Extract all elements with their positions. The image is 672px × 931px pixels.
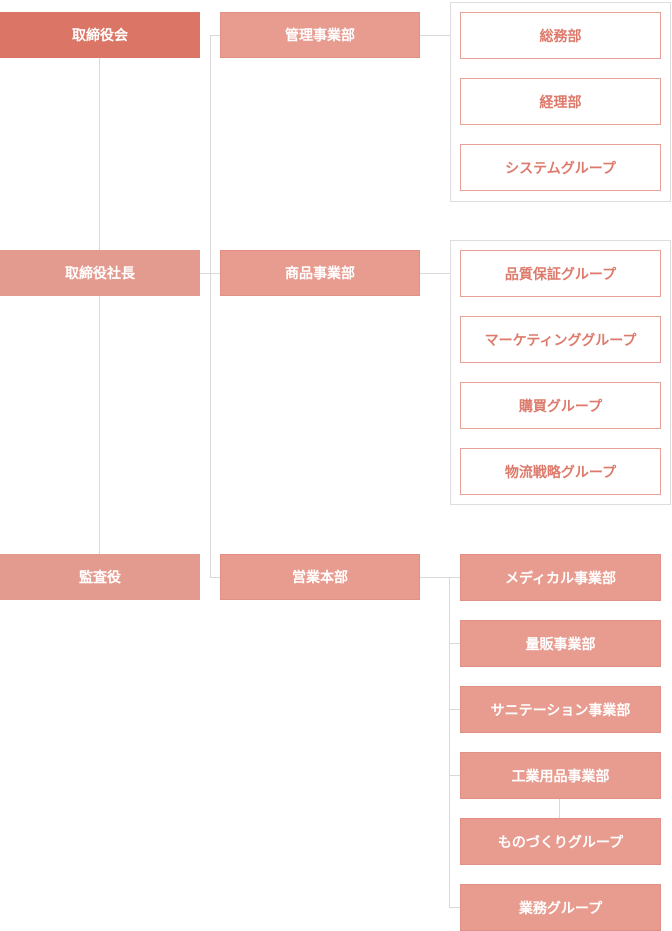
admin-division-node: 管理事業部 <box>220 12 420 58</box>
sales-units-spine-line <box>449 577 450 908</box>
connector-product-units <box>420 273 450 274</box>
monozukuri-group-node: ものづくりグループ <box>460 818 661 865</box>
tick-sales-unit-2 <box>449 643 460 644</box>
tick-sales-unit-4 <box>449 775 460 776</box>
sales-headquarters-node: 営業本部 <box>220 554 420 600</box>
tick-sales-unit-6 <box>449 907 460 908</box>
marketing-group-node: マーケティンググループ <box>460 316 661 363</box>
medical-division-node: メディカル事業部 <box>460 554 661 601</box>
products-division-node: 商品事業部 <box>220 250 420 296</box>
logistics-strategy-node: 物流戦略グループ <box>460 448 661 495</box>
industrial-supplies-division-node: 工業用品事業部 <box>460 752 661 799</box>
operations-group-node: 業務グループ <box>460 884 661 931</box>
connector-board-admin <box>210 35 220 36</box>
connector-industrial-to-monozukuri <box>559 798 560 818</box>
quality-assurance-node: 品質保証グループ <box>460 250 661 297</box>
accounting-node: 経理部 <box>460 78 661 125</box>
connector-sales-units <box>420 577 460 578</box>
auditor-node: 監査役 <box>0 554 200 600</box>
purchasing-group-node: 購買グループ <box>460 382 661 429</box>
mass-retail-division-node: 量販事業部 <box>460 620 661 667</box>
tick-sales-unit-3 <box>449 709 460 710</box>
division-spine-line <box>210 35 211 578</box>
connector-admin-units <box>420 35 450 36</box>
connector-spine-sales <box>210 577 220 578</box>
connector-president-products <box>200 273 220 274</box>
sanitation-division-node: サニテーション事業部 <box>460 686 661 733</box>
general-affairs-node: 総務部 <box>460 12 661 59</box>
executive-spine-line <box>99 58 100 554</box>
system-group-node: システムグループ <box>460 144 661 191</box>
board-of-directors-node: 取締役会 <box>0 12 200 58</box>
president-node: 取締役社長 <box>0 250 200 296</box>
